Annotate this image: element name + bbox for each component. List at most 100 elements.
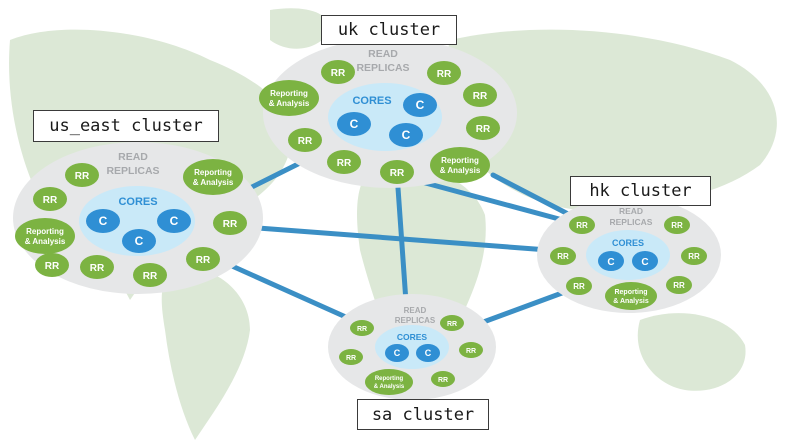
sa-cluster-label: sa cluster: [357, 399, 489, 430]
svg-text:C: C: [350, 117, 359, 131]
us-east-core-node: C: [86, 209, 120, 233]
map-asia: [446, 29, 777, 211]
svg-text:C: C: [394, 348, 401, 358]
sa-replica-node: RR: [431, 371, 455, 387]
us-east-replica-node: RR: [133, 263, 167, 287]
sa-core-node: C: [385, 344, 409, 362]
svg-text:RR: RR: [223, 219, 238, 230]
svg-text:RR: RR: [466, 348, 476, 355]
svg-text:RR: RR: [45, 261, 60, 272]
svg-text:RR: RR: [337, 158, 352, 169]
uk-replica-node: RR: [427, 61, 461, 85]
uk-core-node: C: [389, 123, 423, 147]
hk-replica-node: RR: [666, 276, 692, 294]
uk-replica-node: RR: [327, 150, 361, 174]
hk-core-node: C: [598, 251, 624, 271]
uk-cluster-label: uk cluster: [321, 15, 457, 45]
sa-reporting-node: Reporting& Analysis: [365, 369, 413, 395]
us-east-core-node: C: [122, 229, 156, 253]
us-east-cores-label: CORES: [118, 196, 157, 208]
svg-text:RR: RR: [196, 255, 211, 266]
svg-text:RR: RR: [438, 377, 448, 384]
us-east-reporting-node: Reporting& Analysis: [15, 218, 75, 254]
svg-text:RR: RR: [573, 282, 585, 291]
sa-replica-node: RR: [339, 349, 363, 365]
hk-cluster-label: hk cluster: [570, 176, 711, 206]
uk-reporting-node: Reporting& Analysis: [430, 147, 490, 183]
link-uk-sa: [395, 185, 409, 305]
us-east-cluster-label: us_east cluster: [33, 110, 219, 142]
map-australia: [637, 313, 746, 391]
cluster-links: [229, 159, 573, 327]
sa-replica-node: RR: [440, 315, 464, 331]
link-us-east-sa: [229, 263, 351, 321]
svg-text:RR: RR: [143, 271, 158, 282]
svg-text:RR: RR: [557, 252, 569, 261]
uk-replica-node: RR: [380, 160, 414, 184]
svg-text:RR: RR: [90, 263, 105, 274]
hk-replica-node: RR: [664, 216, 690, 234]
sa-replica-node: RR: [459, 342, 483, 358]
svg-text:RR: RR: [43, 195, 58, 206]
us-east-core-node: C: [157, 209, 191, 233]
svg-text:Reporting& Analysis: Reporting& Analysis: [374, 376, 405, 390]
svg-text:C: C: [641, 257, 648, 268]
svg-text:C: C: [425, 348, 432, 358]
uk-core-node: C: [337, 112, 371, 136]
svg-text:Reporting& Analysis: Reporting& Analysis: [269, 89, 310, 108]
hk-reporting-node: Reporting& Analysis: [605, 282, 657, 310]
us-east-replica-node: RR: [186, 247, 220, 271]
svg-text:RR: RR: [671, 221, 683, 230]
svg-text:RR: RR: [346, 355, 356, 362]
link-us-east-uk: [243, 159, 305, 193]
sa-core-node: C: [416, 344, 440, 362]
svg-text:RR: RR: [447, 321, 457, 328]
svg-text:C: C: [416, 98, 425, 112]
sa-replica-node: RR: [350, 320, 374, 336]
svg-text:Reporting& Analysis: Reporting& Analysis: [25, 227, 66, 246]
svg-text:RR: RR: [473, 91, 488, 102]
svg-text:C: C: [402, 128, 411, 142]
hk-replica-node: RR: [566, 277, 592, 295]
hk-replica-node: RR: [681, 247, 707, 265]
us-east-cores-area: [79, 186, 195, 256]
svg-text:RR: RR: [476, 124, 491, 135]
svg-text:RR: RR: [390, 168, 405, 179]
hk-cores-label: CORES: [612, 238, 644, 248]
us-east-replica-node: RR: [65, 163, 99, 187]
svg-text:C: C: [135, 234, 144, 248]
hk-replica-node: RR: [569, 216, 595, 234]
uk-cores-label: CORES: [352, 95, 391, 107]
sa-cores-label: CORES: [397, 332, 428, 342]
us-east-replica-node: RR: [33, 187, 67, 211]
svg-text:RR: RR: [688, 252, 700, 261]
us-east-replica-node: RR: [80, 255, 114, 279]
link-uk-hk-2: [490, 172, 573, 218]
svg-text:RR: RR: [576, 221, 588, 230]
svg-text:Reporting& Analysis: Reporting& Analysis: [440, 156, 481, 175]
svg-text:C: C: [170, 214, 179, 228]
hk-core-node: C: [632, 251, 658, 271]
svg-text:Reporting& Analysis: Reporting& Analysis: [613, 289, 649, 305]
svg-text:RR: RR: [331, 68, 346, 79]
svg-text:C: C: [607, 257, 614, 268]
uk-replica-node: RR: [463, 83, 497, 107]
uk-replica-node: RR: [466, 116, 500, 140]
us-east-replica-node: RR: [35, 253, 69, 277]
us-east-replica-node: RR: [213, 211, 247, 235]
uk-replica-node: RR: [288, 128, 322, 152]
uk-replica-node: RR: [321, 60, 355, 84]
svg-text:RR: RR: [673, 281, 685, 290]
svg-text:C: C: [99, 214, 108, 228]
svg-text:RR: RR: [298, 136, 313, 147]
uk-reporting-node: Reporting& Analysis: [259, 80, 319, 116]
svg-text:RR: RR: [357, 326, 367, 333]
